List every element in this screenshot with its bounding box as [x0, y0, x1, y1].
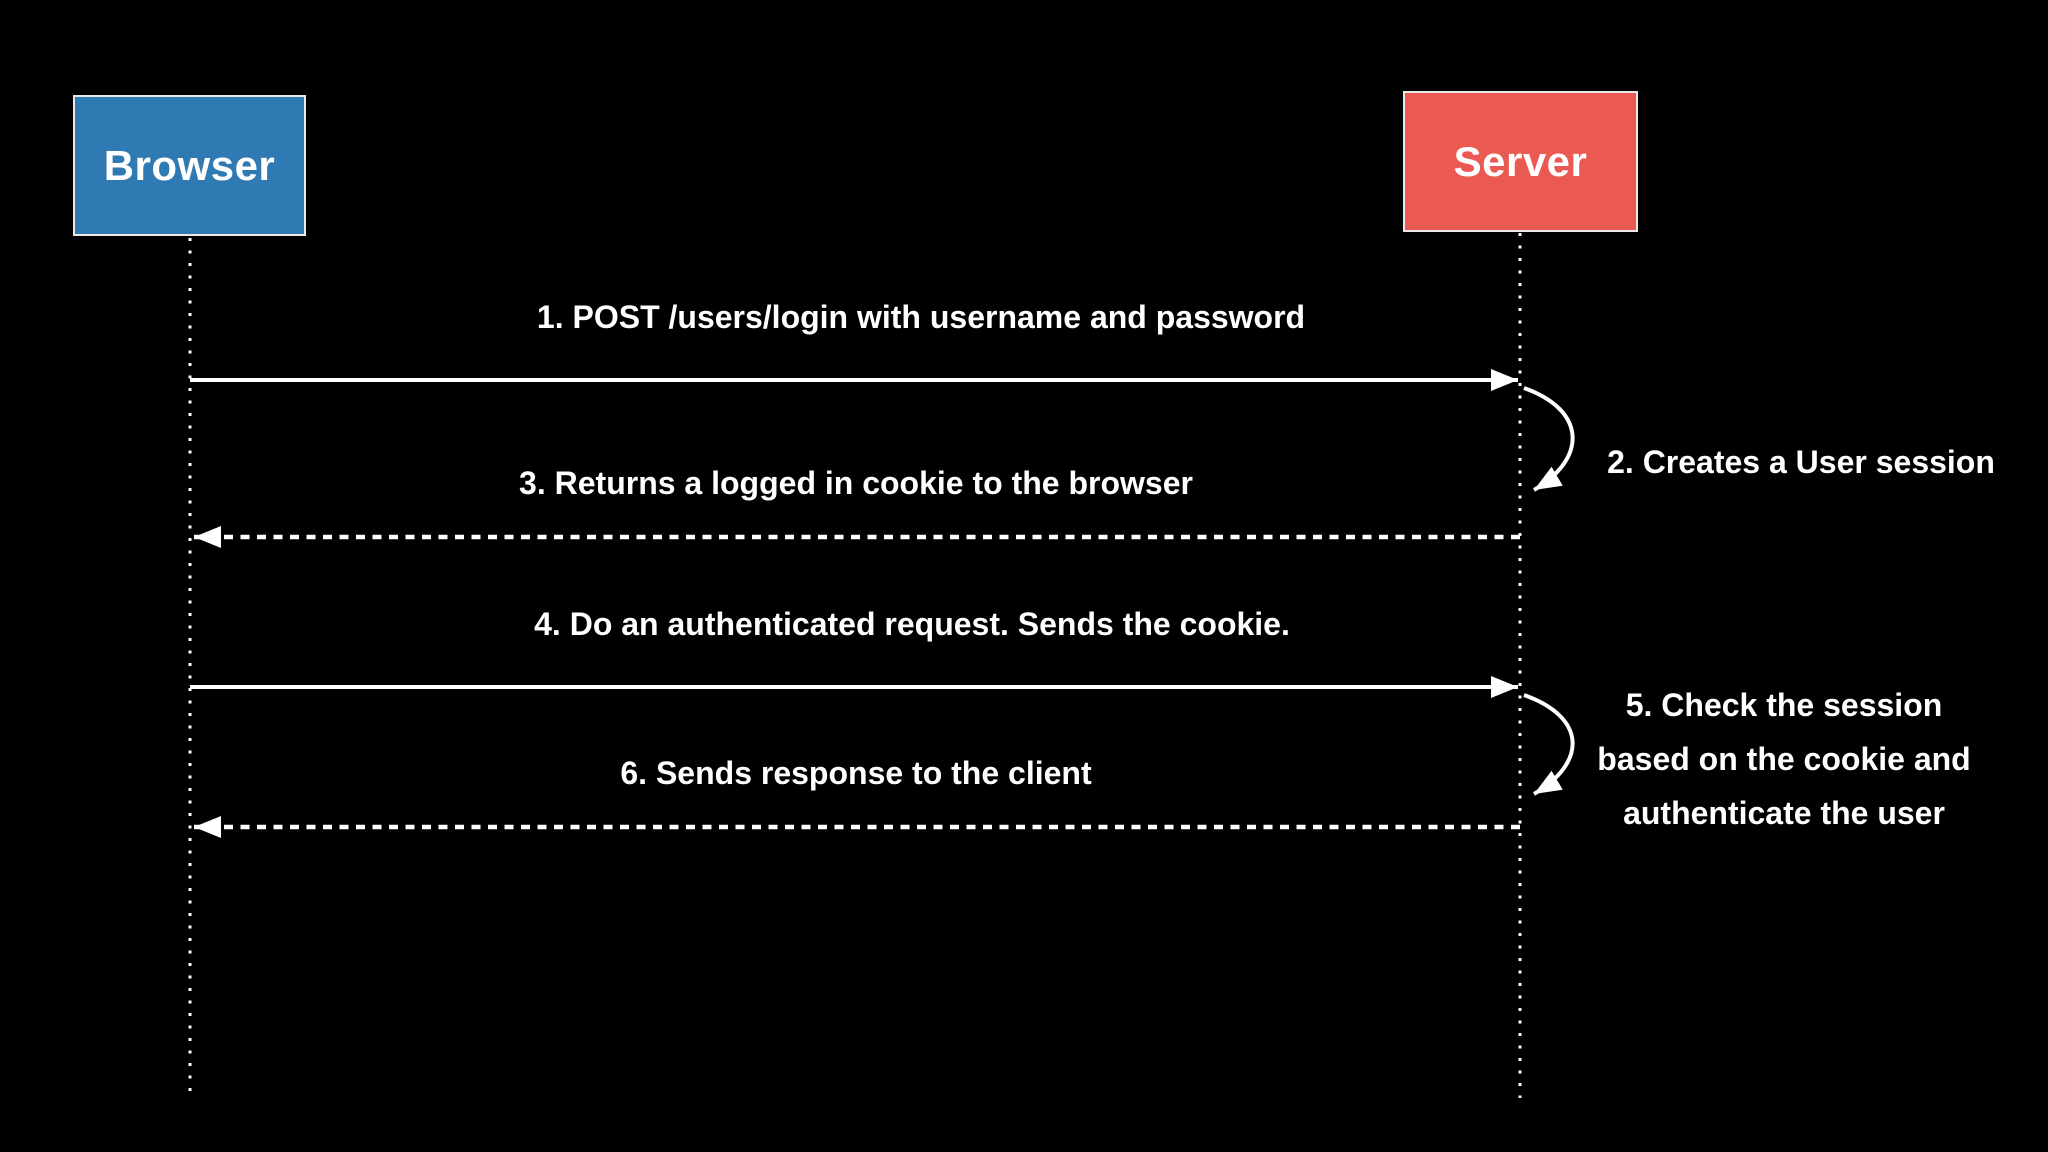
actor-browser: Browser	[73, 95, 306, 236]
message-5-label: 5. Check the session based on the cookie…	[1597, 678, 1970, 840]
message-5-line-2: based on the cookie and	[1597, 741, 1971, 777]
message-2-label: 2. Creates a User session	[1607, 444, 1995, 480]
message-6-label: 6. Sends response to the client	[620, 755, 1092, 791]
message-1-label: 1. POST /users/login with username and p…	[536, 299, 1306, 335]
message-5-line-1: 5. Check the session	[1625, 687, 1943, 723]
message-5-self-loop-arrow	[1523, 693, 1575, 796]
message-3-label: 3. Returns a logged in cookie to the bro…	[519, 465, 1193, 501]
message-5-line-3: authenticate the user	[1623, 795, 1945, 831]
message-4-label: 4. Do an authenticated request. Sends th…	[534, 606, 1290, 642]
actor-browser-label: Browser	[103, 141, 276, 189]
message-2-self-loop-arrow	[1523, 386, 1575, 492]
actor-server-label: Server	[1453, 137, 1588, 185]
actor-server: Server	[1403, 91, 1638, 232]
